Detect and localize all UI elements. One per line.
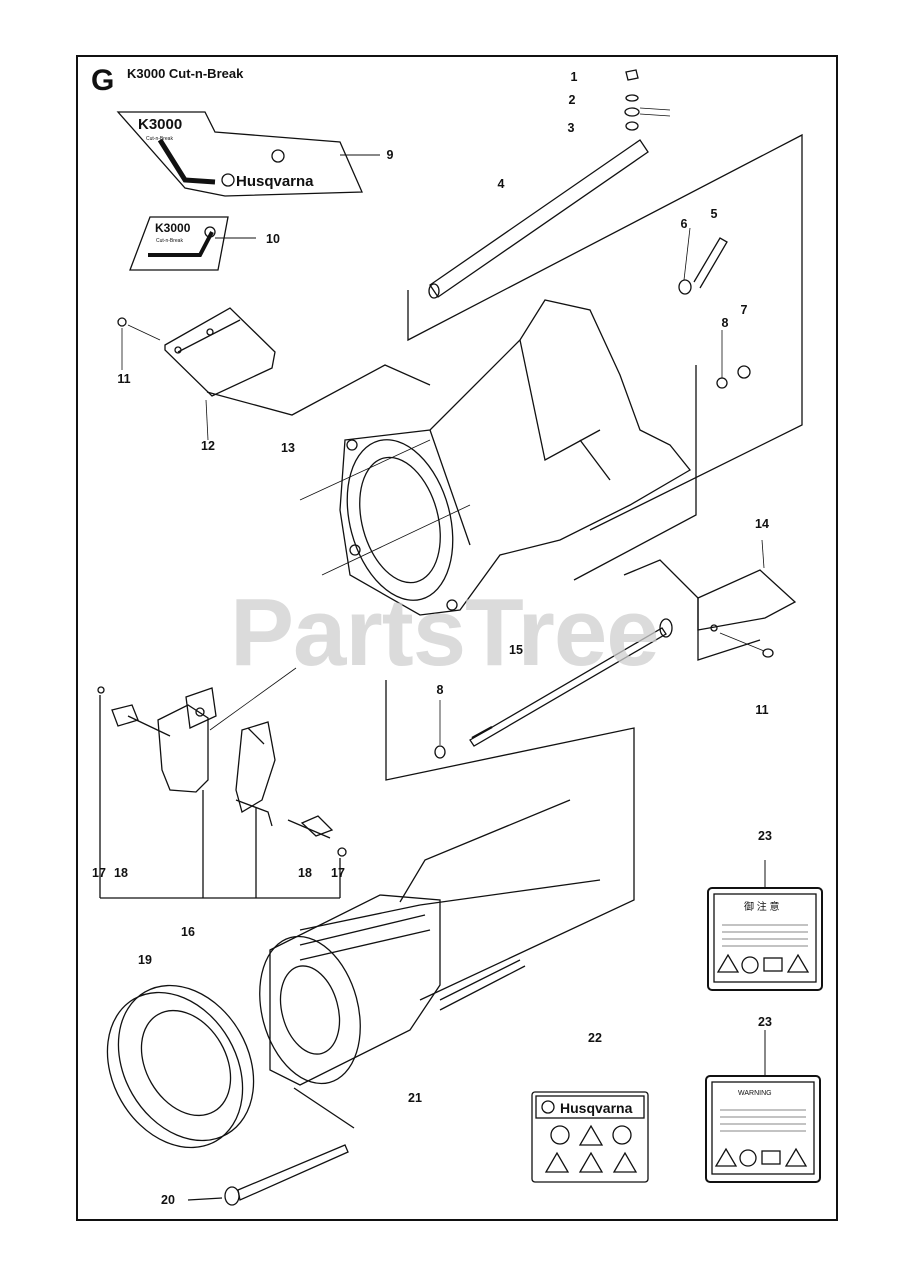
callout-11-lower: 11	[755, 703, 769, 717]
warning-label-jp: 御 注 意	[707, 860, 823, 991]
brush-callout-lines	[99, 695, 341, 899]
decal-model-text: K3000	[138, 116, 182, 133]
callout-6: 6	[680, 217, 688, 231]
long-screw	[385, 618, 673, 1001]
callout-3: 3	[567, 121, 575, 135]
callout-4: 4	[497, 177, 505, 191]
decal-brand-text: Husqvarna	[236, 173, 314, 190]
callout-12: 12	[201, 439, 215, 453]
shaft	[407, 133, 803, 531]
callout-19: 19	[138, 953, 152, 967]
callout-15: 15	[509, 643, 523, 657]
callout-18-left: 18	[114, 866, 128, 880]
screw-nut-set	[678, 237, 751, 389]
callout-2: 2	[568, 93, 576, 107]
callout-9: 9	[386, 148, 394, 162]
label-en-title: WARNING	[738, 1090, 772, 1097]
callout-10: 10	[266, 232, 280, 246]
callout-23-upper: 23	[758, 829, 772, 843]
bracket-12	[117, 307, 431, 416]
callout-14: 14	[755, 517, 769, 531]
callout-21: 21	[408, 1091, 422, 1105]
callout-5: 5	[710, 207, 718, 221]
callout-17-left: 17	[92, 866, 106, 880]
parts-tree-watermark: PartsTree	[230, 579, 660, 686]
side-cover	[623, 559, 797, 661]
stator-coil	[259, 799, 601, 1129]
diagram-frame	[76, 55, 838, 1221]
callout-20: 20	[161, 1193, 175, 1207]
label-brand-text: Husqvarna	[560, 1100, 633, 1116]
callout-18-right: 18	[298, 866, 312, 880]
section-letter: G	[91, 64, 115, 97]
motor-housing	[299, 299, 697, 616]
callout-16: 16	[181, 925, 195, 939]
brush-holders	[97, 667, 347, 857]
decal-small-model-text: K3000	[155, 221, 191, 235]
baffle-ring	[106, 984, 255, 1149]
callout-23-lower: 23	[758, 1015, 772, 1029]
decal-k3000-large: K3000 Cut-n-Break Husqvarna	[116, 111, 380, 197]
decal-small-subtext: Cut-n-Break	[156, 238, 183, 244]
warning-label-brand: Husqvarna	[531, 1091, 649, 1183]
callout-17-right: 17	[331, 866, 345, 880]
callout-1: 1	[570, 70, 578, 84]
callout-8-lower: 8	[436, 683, 444, 697]
decal-model-subtext: Cut-n-Break	[146, 136, 173, 142]
decal-k3000-small: K3000 Cut-n-Break	[129, 216, 256, 271]
section-title: K3000 Cut-n-Break	[127, 66, 244, 81]
warning-label-en: WARNING	[705, 1030, 821, 1183]
callout-11-upper: 11	[117, 372, 131, 386]
callout-7: 7	[740, 303, 748, 317]
callout-22: 22	[588, 1031, 602, 1045]
stator-screw	[187, 1144, 349, 1206]
callout-8-upper: 8	[721, 316, 729, 330]
top-bolt-assembly	[624, 69, 671, 131]
callout-13: 13	[281, 441, 295, 455]
label-jp-title: 御 注 意	[744, 900, 780, 913]
